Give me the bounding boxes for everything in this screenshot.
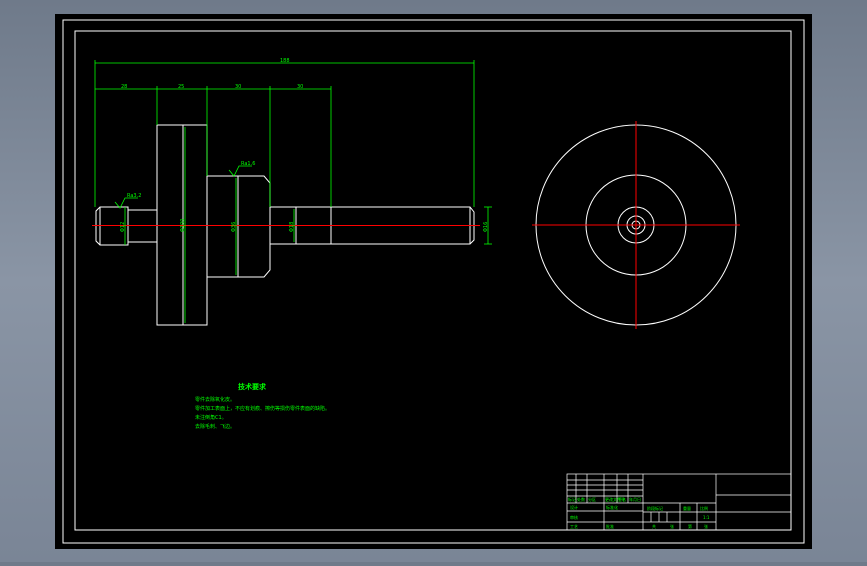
dim-overall: 188 bbox=[280, 58, 290, 64]
dim-dia-flange: Φ100 bbox=[180, 219, 186, 232]
notes-title: 技术要求 bbox=[238, 382, 267, 391]
tb-count: 处数 bbox=[577, 496, 585, 502]
tb-sheet2: 张 bbox=[704, 523, 708, 529]
dim-seg1: 28 bbox=[121, 84, 127, 90]
tb-scale-value: 1:1 bbox=[703, 515, 710, 520]
middle-section bbox=[207, 175, 271, 278]
tb-sheet1: 张 bbox=[670, 523, 674, 529]
tb-review: 审核 bbox=[570, 514, 578, 520]
inner-frame bbox=[74, 30, 792, 531]
tb-standard: 标准化 bbox=[606, 504, 618, 510]
dim-dia-right: Φ16 bbox=[483, 222, 489, 232]
dimension-texts: 188 28 25 30 30 Ra3.2 Ra1.6 Φ12 Φ100 Φ36… bbox=[120, 58, 489, 232]
tb-mark: 标记 bbox=[568, 496, 576, 502]
technical-notes: 技术要求 零件去除氧化皮。 零件加工表面上，不应有划痕、擦伤等损伤零件表面的缺陷… bbox=[195, 382, 330, 430]
tb-num: 第 bbox=[688, 523, 692, 529]
note-line-1: 零件去除氧化皮。 bbox=[195, 396, 235, 403]
outer-border bbox=[62, 19, 805, 544]
tb-process: 工艺 bbox=[570, 524, 578, 529]
dim-dia-left: Φ12 bbox=[120, 222, 126, 232]
tb-date: 年月日 bbox=[629, 496, 641, 502]
dim-seg4: 30 bbox=[297, 84, 303, 90]
surface-finish-left: Ra3.2 bbox=[127, 193, 141, 199]
tb-scale: 比例 bbox=[700, 505, 708, 511]
drawing-background bbox=[55, 14, 812, 549]
side-view-centerlines bbox=[532, 121, 740, 329]
dimension-lines bbox=[94, 60, 492, 323]
tb-stage: 阶段标记 bbox=[647, 505, 663, 511]
tb-change-doc: 更改文件号 bbox=[605, 496, 625, 502]
tb-sign: 签名 bbox=[618, 496, 626, 502]
surface-finish-mid: Ra1.6 bbox=[241, 161, 255, 167]
dim-dia-mid: Φ36 bbox=[231, 222, 237, 232]
tb-approve: 批准 bbox=[606, 523, 614, 529]
tb-design: 设计 bbox=[570, 504, 578, 510]
tb-weight: 重量 bbox=[683, 505, 691, 511]
tb-zone: 分区 bbox=[588, 496, 596, 502]
title-block bbox=[566, 473, 792, 531]
note-line-2: 零件加工表面上，不应有划痕、擦伤等损伤零件表面的缺陷。 bbox=[195, 405, 330, 412]
note-line-3: 未注倒角C1。 bbox=[195, 414, 227, 421]
dim-seg2: 25 bbox=[178, 84, 184, 90]
dim-seg3: 30 bbox=[235, 84, 241, 90]
tb-total: 共 bbox=[652, 523, 656, 529]
note-line-4: 去除毛刺、飞边。 bbox=[195, 423, 235, 430]
title-block-texts: 标记 处数 分区 更改文件号 签名 年月日 设计 标准化 阶段标记 重量 比例 … bbox=[568, 496, 710, 529]
dim-dia-neck: Φ18 bbox=[289, 222, 295, 232]
